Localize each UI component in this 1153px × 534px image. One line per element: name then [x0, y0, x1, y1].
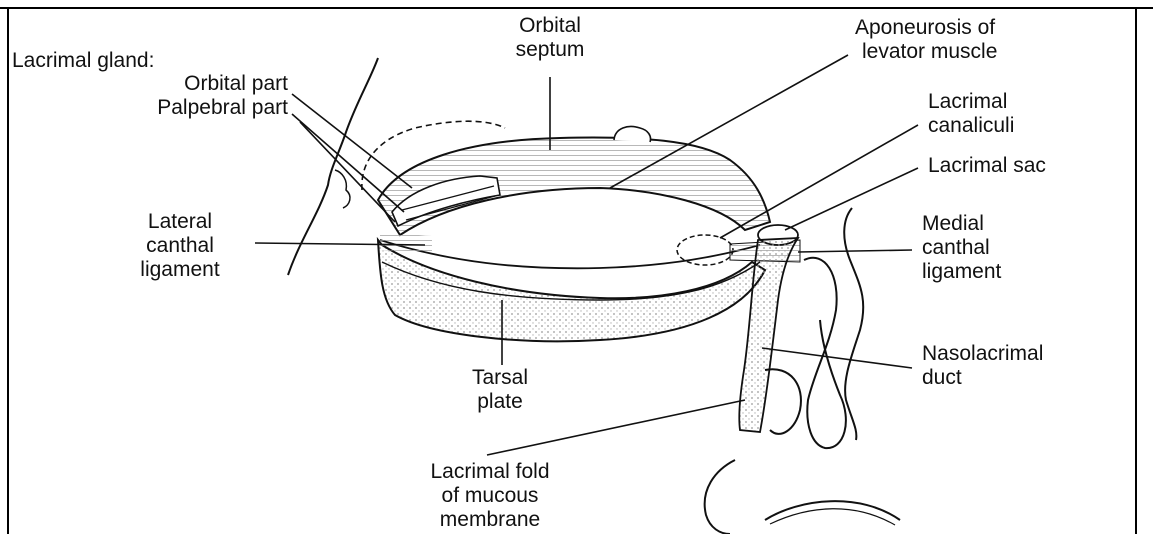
label-lateral-line2: canthal — [105, 234, 255, 258]
label-lacrimal-fold-line2: of mucous — [390, 484, 590, 508]
levator-aponeurosis-top — [614, 127, 651, 143]
label-canaliculi-line1: Lacrimal — [928, 90, 1007, 114]
label-orbital-septum-line2: septum — [480, 38, 620, 62]
label-orbital-part: Orbital part — [60, 72, 288, 96]
label-orbital-septum-line1: Orbital — [480, 14, 620, 38]
label-tarsal-line2: plate — [430, 390, 570, 414]
label-aponeurosis-line2: levator muscle — [862, 40, 997, 64]
label-lacrimal-gland: Lacrimal gland: — [12, 49, 154, 73]
label-lateral-line3: ligament — [105, 258, 255, 282]
face-outline — [288, 58, 378, 275]
label-canaliculi-line2: canaliculi — [928, 114, 1014, 138]
label-tarsal-line1: Tarsal — [430, 366, 570, 390]
inferior-turbinate — [804, 258, 846, 448]
leader-orbital-part — [292, 94, 412, 188]
label-medial-line3: ligament — [922, 260, 1001, 284]
leader-nasolacrimal — [762, 348, 912, 368]
lid-margin — [380, 240, 760, 268]
label-lacrimal-sac: Lacrimal sac — [928, 154, 1046, 178]
label-aponeurosis-line1: Aponeurosis of — [855, 16, 995, 40]
label-medial-line2: canthal — [922, 236, 990, 260]
label-lacrimal-fold-line1: Lacrimal fold — [390, 460, 590, 484]
leader-lacrimal-sac — [785, 168, 918, 230]
nasal-wall — [844, 208, 863, 440]
nostril-outline — [705, 460, 735, 534]
label-lateral-line1: Lateral — [105, 210, 255, 234]
lateral-canthal-ligament — [380, 232, 432, 252]
label-lacrimal-fold-line3: membrane — [390, 508, 590, 532]
leader-medial-canthal — [798, 250, 912, 252]
face-outline-notch — [335, 170, 350, 208]
label-palpebral-part: Palpebral part — [30, 96, 288, 120]
turbinate-lower — [765, 369, 801, 434]
label-nasolacrimal-line1: Nasolacrimal — [922, 342, 1043, 366]
label-medial-line1: Medial — [922, 212, 984, 236]
label-nasolacrimal-line2: duct — [922, 366, 962, 390]
